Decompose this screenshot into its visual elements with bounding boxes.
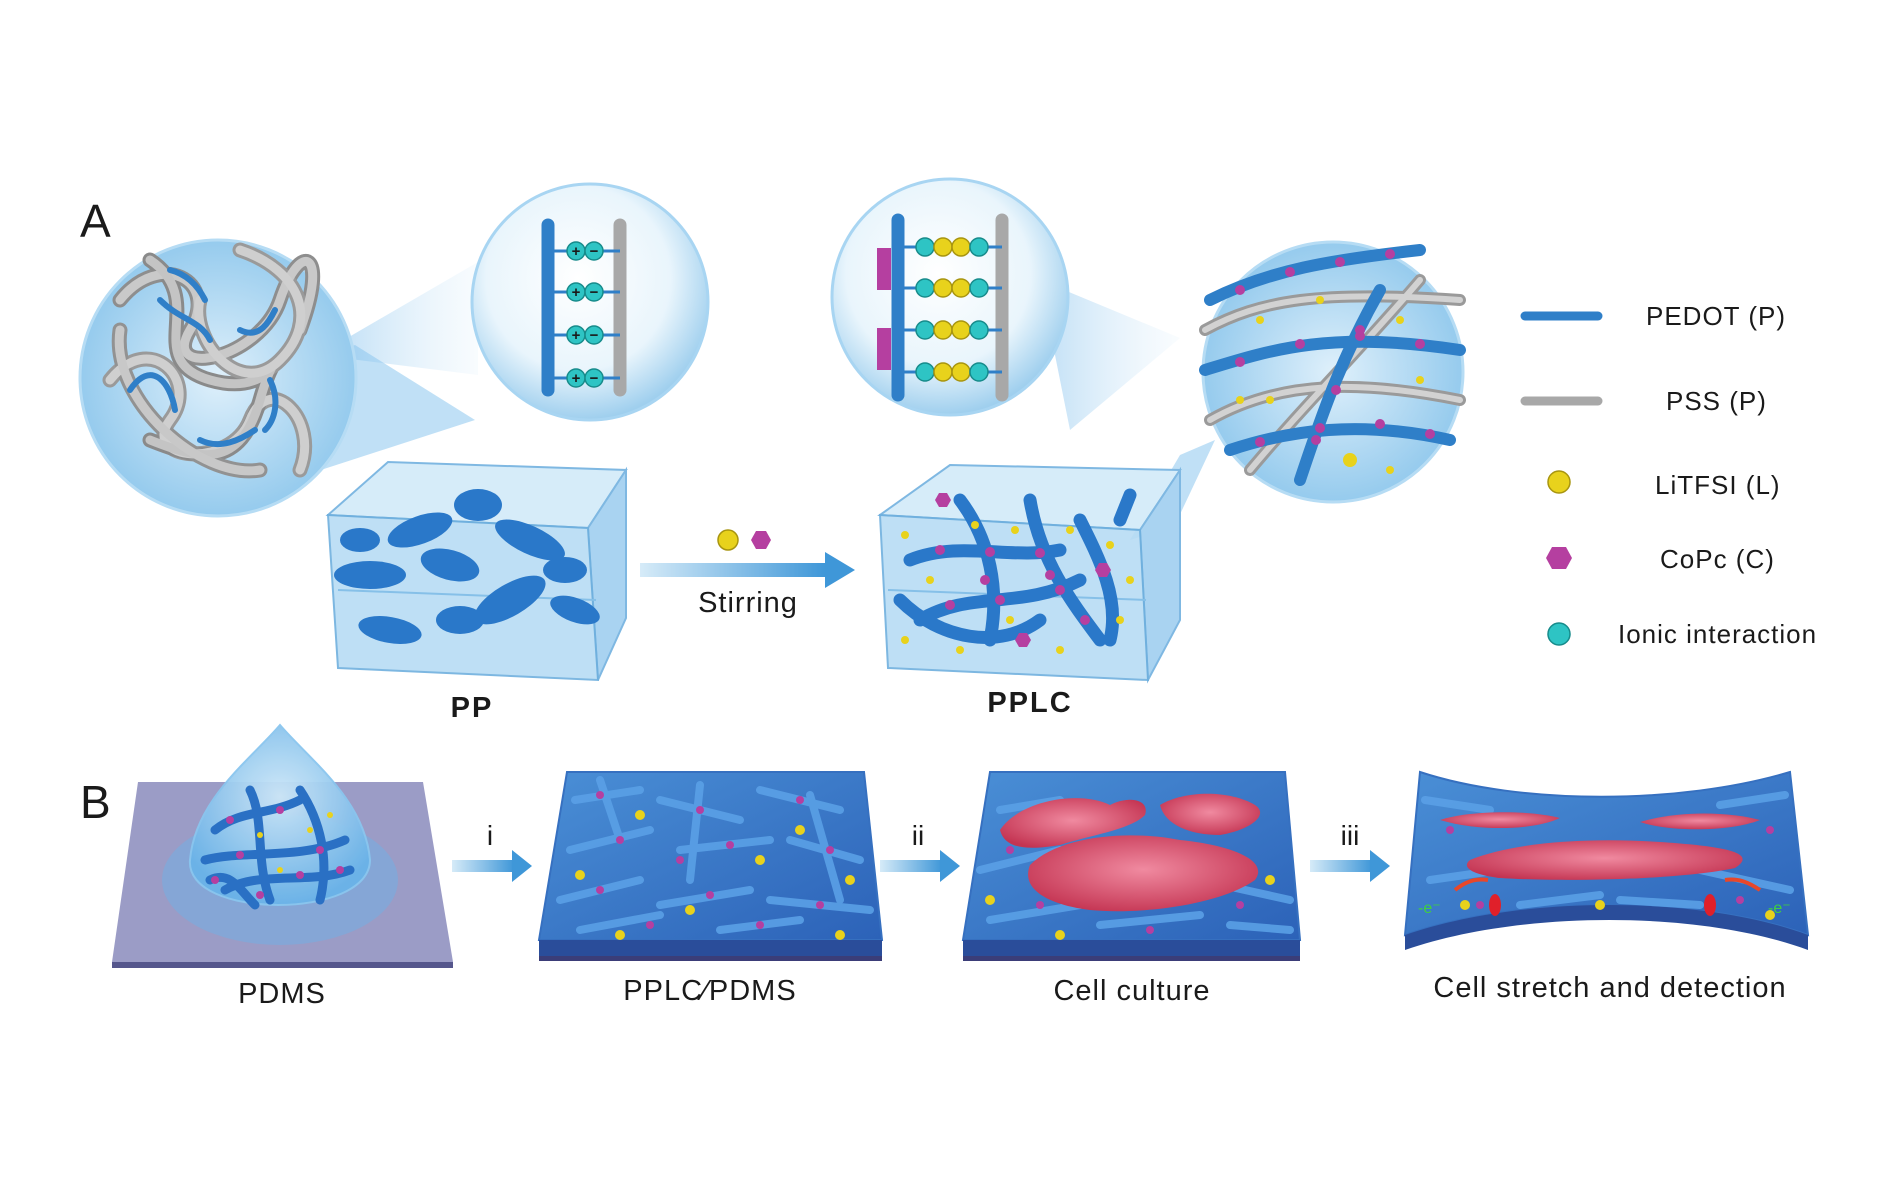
electron-label-right: -e⁻	[1768, 900, 1791, 917]
pplc-zoom-circle	[1199, 240, 1466, 504]
detection-sparks	[1489, 894, 1716, 916]
pplc-molecular-bubble	[830, 177, 1070, 417]
copc-hexagon-icon	[1546, 547, 1572, 569]
step-label-iii: iii	[1341, 820, 1360, 851]
legend-label-litfsi: LiTFSI (L)	[1655, 470, 1781, 500]
panel-b-letter: B	[80, 776, 111, 828]
legend: PEDOT (P) PSS (P) LiTFSI (L) CoPc (C) Io…	[1520, 301, 1817, 649]
litfsi-reagent-icon	[717, 529, 739, 551]
electron-label-left: -e⁻	[1418, 900, 1441, 917]
pdms-substrate-stage	[112, 723, 453, 968]
stage-caption-pplc-pdms: PPLC∕PDMS	[623, 975, 796, 1007]
pplc-pdms-film-stage	[537, 771, 884, 961]
plus-sign: +	[572, 327, 581, 344]
litfsi-sphere-icon	[1547, 470, 1571, 494]
legend-label-copc: CoPc (C)	[1660, 544, 1775, 574]
stretch-arrow-left	[1453, 877, 1489, 892]
step-label-i: i	[487, 820, 493, 851]
ionic-sphere-icon	[1547, 622, 1571, 646]
pplc-solution-box	[877, 463, 1182, 684]
pp-label: PP	[451, 692, 494, 724]
cell-stretch-stage	[1403, 770, 1810, 950]
stirring-arrow	[640, 552, 855, 588]
legend-label-pedot: PEDOT (P)	[1646, 301, 1786, 331]
pplc-label: PPLC	[987, 687, 1072, 719]
legend-label-pss: PSS (P)	[1666, 386, 1767, 416]
minus-sign: −	[590, 243, 599, 260]
minus-sign: −	[590, 370, 599, 387]
ionic-pairs	[566, 241, 604, 388]
pp-solution-box	[325, 460, 628, 682]
process-arrow-ii[interactable]	[880, 850, 960, 882]
stage-caption-pdms: PDMS	[238, 978, 326, 1010]
stirring-label: Stirring	[698, 587, 798, 619]
plus-sign: +	[572, 370, 581, 387]
step-label-ii: ii	[912, 820, 924, 851]
process-arrow-iii[interactable]	[1310, 850, 1390, 882]
minus-sign: −	[590, 327, 599, 344]
stretch-arrow-right	[1724, 877, 1762, 892]
process-arrow-i[interactable]	[452, 850, 532, 882]
stage-caption-cell-stretch: Cell stretch and detection	[1433, 972, 1786, 1004]
stage-caption-cell-culture: Cell culture	[1053, 975, 1210, 1007]
bubble-beam-left	[318, 262, 478, 375]
minus-sign: −	[590, 284, 599, 301]
legend-label-ionic: Ionic interaction	[1618, 619, 1817, 649]
pp-molecular-bubble	[470, 182, 710, 422]
cell-culture-stage	[961, 771, 1302, 961]
plus-sign: +	[572, 243, 581, 260]
cell-bodies	[1000, 793, 1261, 912]
copc-reagent-icon	[751, 531, 771, 549]
bubble-beam-right	[1040, 280, 1180, 430]
plus-sign: +	[572, 284, 581, 301]
panel-a-letter: A	[80, 195, 111, 247]
pp-zoom-circle	[78, 238, 358, 518]
